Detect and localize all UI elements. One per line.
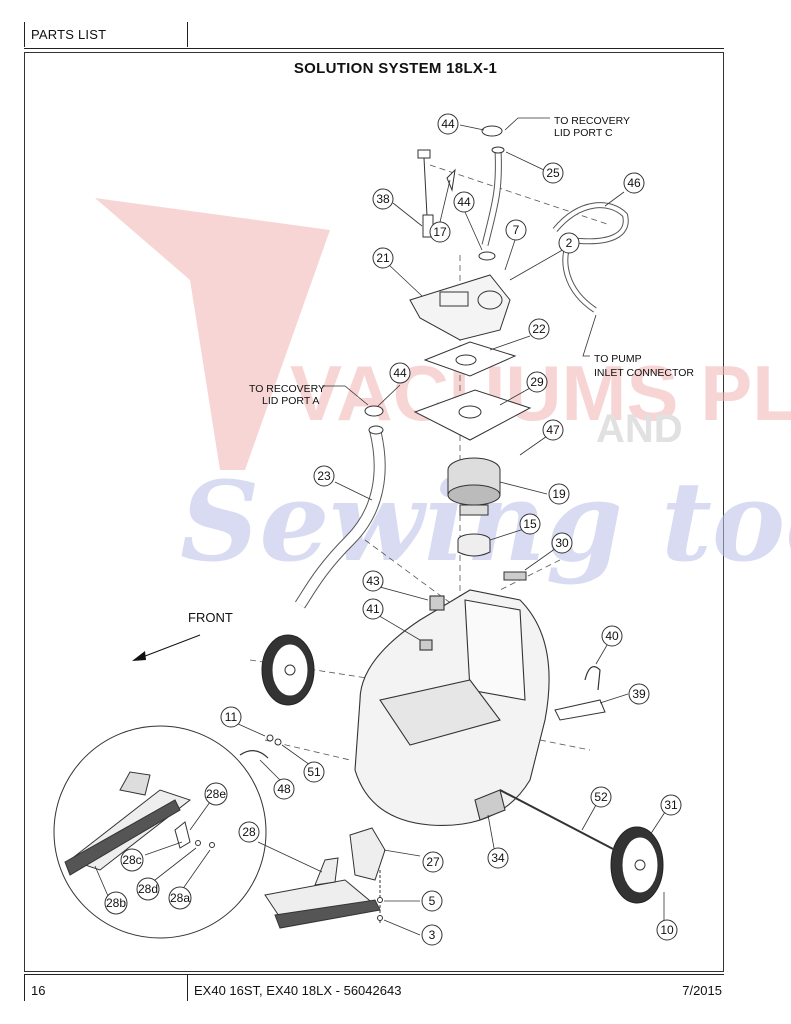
- callout-31: 31: [664, 798, 678, 812]
- callout-bubbles: [104, 113, 682, 946]
- callout-23: 23: [317, 469, 331, 483]
- callout-10: 10: [660, 923, 674, 937]
- part-29-plate: [413, 389, 532, 441]
- part-30-block: [503, 571, 527, 581]
- callout-25: 25: [546, 166, 560, 180]
- callout-46: 46: [627, 176, 641, 190]
- watermark-text-2: AND: [596, 407, 683, 451]
- header-cell: PARTS LIST: [24, 22, 188, 47]
- note-recovery-c-2: LID PORT C: [554, 127, 613, 139]
- revision-date: 7/2015: [682, 983, 722, 998]
- callout-28e: 28e: [206, 787, 226, 801]
- callout-7: 7: [513, 223, 520, 237]
- callout-51: 51: [307, 765, 321, 779]
- callout-40: 40: [605, 629, 619, 643]
- callout-2: 2: [566, 236, 573, 250]
- part-48-ring: [239, 750, 269, 759]
- callout-22: 22: [532, 322, 546, 336]
- watermark-v-shape: [95, 198, 330, 470]
- callout-44-b: 44: [457, 195, 471, 209]
- callout-30: 30: [555, 536, 569, 550]
- part-40-clip: [584, 666, 601, 691]
- note-recovery-a-1: TO RECOVERY: [249, 383, 325, 395]
- model-line: EX40 16ST, EX40 18LX - 56042643: [194, 983, 402, 998]
- callout-19: 19: [552, 487, 566, 501]
- routing-notes: TO RECOVERY LID PORT C TO RECOVERY LID P…: [249, 115, 694, 407]
- front-label: FRONT: [188, 610, 233, 625]
- watermark: VACUUMS PLUS AND Sewing too: [95, 198, 791, 586]
- callout-44-c: 44: [393, 366, 407, 380]
- callout-11: 11: [225, 710, 238, 724]
- callout-39: 39: [632, 687, 646, 701]
- part-51-washer: [274, 738, 282, 746]
- note-recovery-a-2: LID PORT A: [262, 395, 319, 407]
- part-11-screw: [266, 734, 274, 742]
- small-parts: [364, 125, 505, 435]
- note-pump-2: INLET CONNECTOR: [594, 367, 694, 379]
- callout-48: 48: [277, 782, 291, 796]
- callout-3: 3: [429, 928, 436, 942]
- part-3-screw: [377, 915, 383, 921]
- callout-5: 5: [429, 894, 436, 908]
- callout-41: 41: [366, 602, 380, 616]
- callout-43: 43: [366, 574, 380, 588]
- part-21-cover-plate: [409, 274, 511, 341]
- callout-29: 29: [530, 375, 544, 389]
- callout-28a: 28a: [170, 891, 190, 905]
- callout-52: 52: [594, 790, 608, 804]
- callout-47: 47: [546, 423, 560, 437]
- part-15-ring: [457, 533, 491, 557]
- detail-view-28: [53, 725, 267, 939]
- part-27-bracket: [349, 827, 386, 881]
- part-39-bracket: [554, 699, 606, 721]
- part-22-gasket: [423, 341, 517, 377]
- callout-28b: 28b: [106, 896, 126, 910]
- right-wheel-31: [610, 826, 664, 904]
- callout-28c: 28c: [122, 853, 141, 867]
- note-recovery-c-1: TO RECOVERY: [554, 115, 630, 127]
- callout-numbers: 44 25 46 38 17 44 7 2 21 22 44 29 47 23 …: [106, 117, 678, 942]
- callout-44: 44: [441, 117, 455, 131]
- part-52-axle: [499, 789, 616, 851]
- callout-17: 17: [433, 225, 447, 239]
- diagram-title: SOLUTION SYSTEM 18LX-1: [293, 60, 498, 77]
- page-footer: 16 EX40 16ST, EX40 18LX - 56042643 7/201…: [24, 974, 724, 1001]
- part-28-floor-tool: [264, 857, 381, 929]
- section-label: PARTS LIST: [31, 27, 107, 42]
- callout-28: 28: [242, 825, 256, 839]
- callout-27: 27: [426, 855, 440, 869]
- machine-body: [354, 589, 550, 827]
- note-pump-1: TO PUMP: [594, 353, 642, 365]
- callout-28d: 28d: [138, 882, 158, 896]
- front-indicator: FRONT: [132, 610, 233, 661]
- callout-38: 38: [376, 192, 390, 206]
- part-5-washer: [377, 897, 383, 903]
- callout-15: 15: [523, 517, 537, 531]
- page-number: 16: [31, 983, 46, 998]
- footer-cell: 16: [24, 975, 188, 1001]
- watermark-text-1: VACUUMS PLUS: [290, 349, 791, 437]
- callout-34: 34: [491, 851, 505, 865]
- diagram-frame: [24, 52, 724, 972]
- page-header: PARTS LIST: [24, 22, 724, 49]
- callout-21: 21: [376, 251, 390, 265]
- part-19-pump: [447, 457, 501, 516]
- left-wheel: [261, 634, 315, 706]
- hoses: [294, 149, 629, 609]
